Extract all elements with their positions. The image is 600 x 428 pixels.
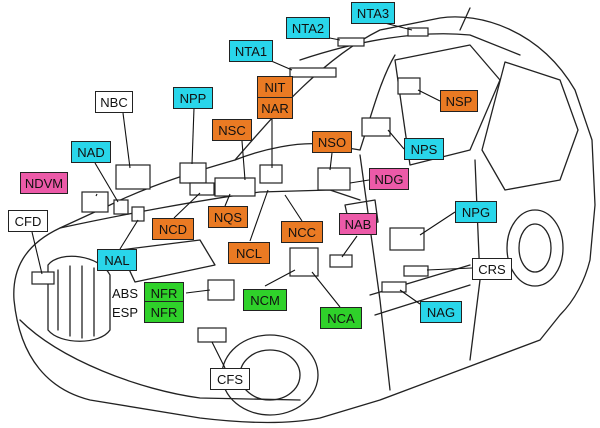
leader-ncm bbox=[264, 269, 296, 287]
leader-crs bbox=[426, 267, 473, 271]
rear-wheel bbox=[506, 209, 564, 287]
component-cfd bbox=[31, 271, 55, 285]
leader-ndvm bbox=[95, 193, 98, 197]
leader-nad bbox=[94, 162, 119, 203]
label-nbc: NBC bbox=[95, 91, 133, 113]
door-line-rear bbox=[469, 159, 481, 361]
leader-nfr bbox=[185, 289, 211, 294]
leader-nqs bbox=[224, 193, 231, 207]
label-ndvm: NDVM bbox=[20, 172, 68, 194]
label-ncd: NCD bbox=[152, 218, 194, 240]
leader-cfs bbox=[211, 341, 226, 369]
label-nal: NAL bbox=[97, 249, 137, 271]
label-npg: NPG bbox=[455, 201, 497, 223]
roof-line bbox=[299, 33, 521, 61]
component-nal bbox=[131, 206, 145, 222]
label-ncl: NCL bbox=[228, 242, 270, 264]
component-nab bbox=[329, 254, 353, 268]
leader-nsc bbox=[241, 140, 246, 181]
label-nso: NSO bbox=[312, 131, 352, 153]
label-cfd: CFD bbox=[8, 210, 48, 232]
leader-ndg bbox=[349, 179, 370, 184]
leader-nbc bbox=[122, 112, 131, 169]
label-ncm: NCM bbox=[243, 289, 287, 311]
component-nta3 bbox=[407, 27, 429, 37]
component-npp bbox=[179, 162, 207, 184]
label-nta1: NTA1 bbox=[229, 40, 273, 62]
label-esp: ESP bbox=[112, 305, 139, 320]
component-nps bbox=[361, 117, 391, 137]
leader-nag bbox=[399, 289, 421, 305]
label-abs: ABS bbox=[112, 286, 139, 301]
component-nsp bbox=[397, 77, 421, 95]
label-nad: NAD bbox=[71, 141, 111, 163]
label-ncc: NCC bbox=[281, 221, 323, 243]
label-nsc: NSC bbox=[212, 119, 252, 141]
leader-ncd bbox=[173, 192, 201, 219]
label-nca: NCA bbox=[320, 307, 362, 329]
component-nta2 bbox=[337, 37, 365, 47]
component-nso bbox=[317, 167, 351, 191]
hood-outline bbox=[59, 189, 361, 229]
leader-nsp bbox=[417, 89, 441, 102]
label-ndg: NDG bbox=[369, 168, 409, 190]
label-nta2: NTA2 bbox=[286, 17, 330, 39]
label-nit: NIT bbox=[257, 76, 293, 98]
component-nad bbox=[113, 199, 129, 215]
label-nar: NAR bbox=[257, 97, 293, 119]
windshield-outline bbox=[234, 54, 396, 161]
leader-npp bbox=[191, 107, 195, 165]
label-crs: CRS bbox=[472, 258, 512, 280]
label-nfr-esp: NFR bbox=[144, 301, 184, 323]
component-nta1 bbox=[289, 67, 337, 78]
leader-ncc bbox=[284, 194, 303, 222]
component-nit bbox=[259, 164, 283, 184]
label-nag: NAG bbox=[420, 301, 462, 323]
leader-nca bbox=[311, 271, 341, 308]
leader-ncl bbox=[249, 189, 269, 242]
label-nab: NAB bbox=[339, 213, 377, 235]
label-nqs: NQS bbox=[208, 206, 248, 228]
component-nag bbox=[381, 281, 407, 293]
side-window-rear bbox=[481, 61, 579, 191]
leader-nab bbox=[341, 235, 358, 258]
antenna bbox=[459, 7, 471, 31]
component-crs bbox=[403, 265, 429, 277]
component-ndvm bbox=[81, 191, 109, 213]
component-npg bbox=[389, 227, 425, 251]
grille bbox=[47, 255, 111, 342]
label-nta3: NTA3 bbox=[351, 2, 395, 24]
label-cfs: CFS bbox=[210, 368, 250, 390]
component-ncm bbox=[289, 247, 319, 277]
leader-npg bbox=[419, 211, 456, 236]
component-nbc bbox=[115, 164, 151, 190]
leader-nps bbox=[387, 129, 405, 150]
leader-cfd bbox=[31, 231, 43, 275]
label-nps: NPS bbox=[404, 138, 444, 160]
door-line-front bbox=[359, 154, 391, 391]
label-nsp: NSP bbox=[440, 90, 478, 112]
headlight bbox=[119, 239, 216, 283]
component-cfs bbox=[197, 327, 227, 343]
label-npp: NPP bbox=[173, 87, 213, 109]
component-ncd bbox=[189, 182, 215, 196]
leader-nal bbox=[119, 219, 139, 250]
component-nsc bbox=[214, 177, 256, 197]
leader-nso bbox=[329, 152, 333, 171]
component-nfr bbox=[207, 279, 235, 301]
front-bumper bbox=[19, 319, 301, 401]
